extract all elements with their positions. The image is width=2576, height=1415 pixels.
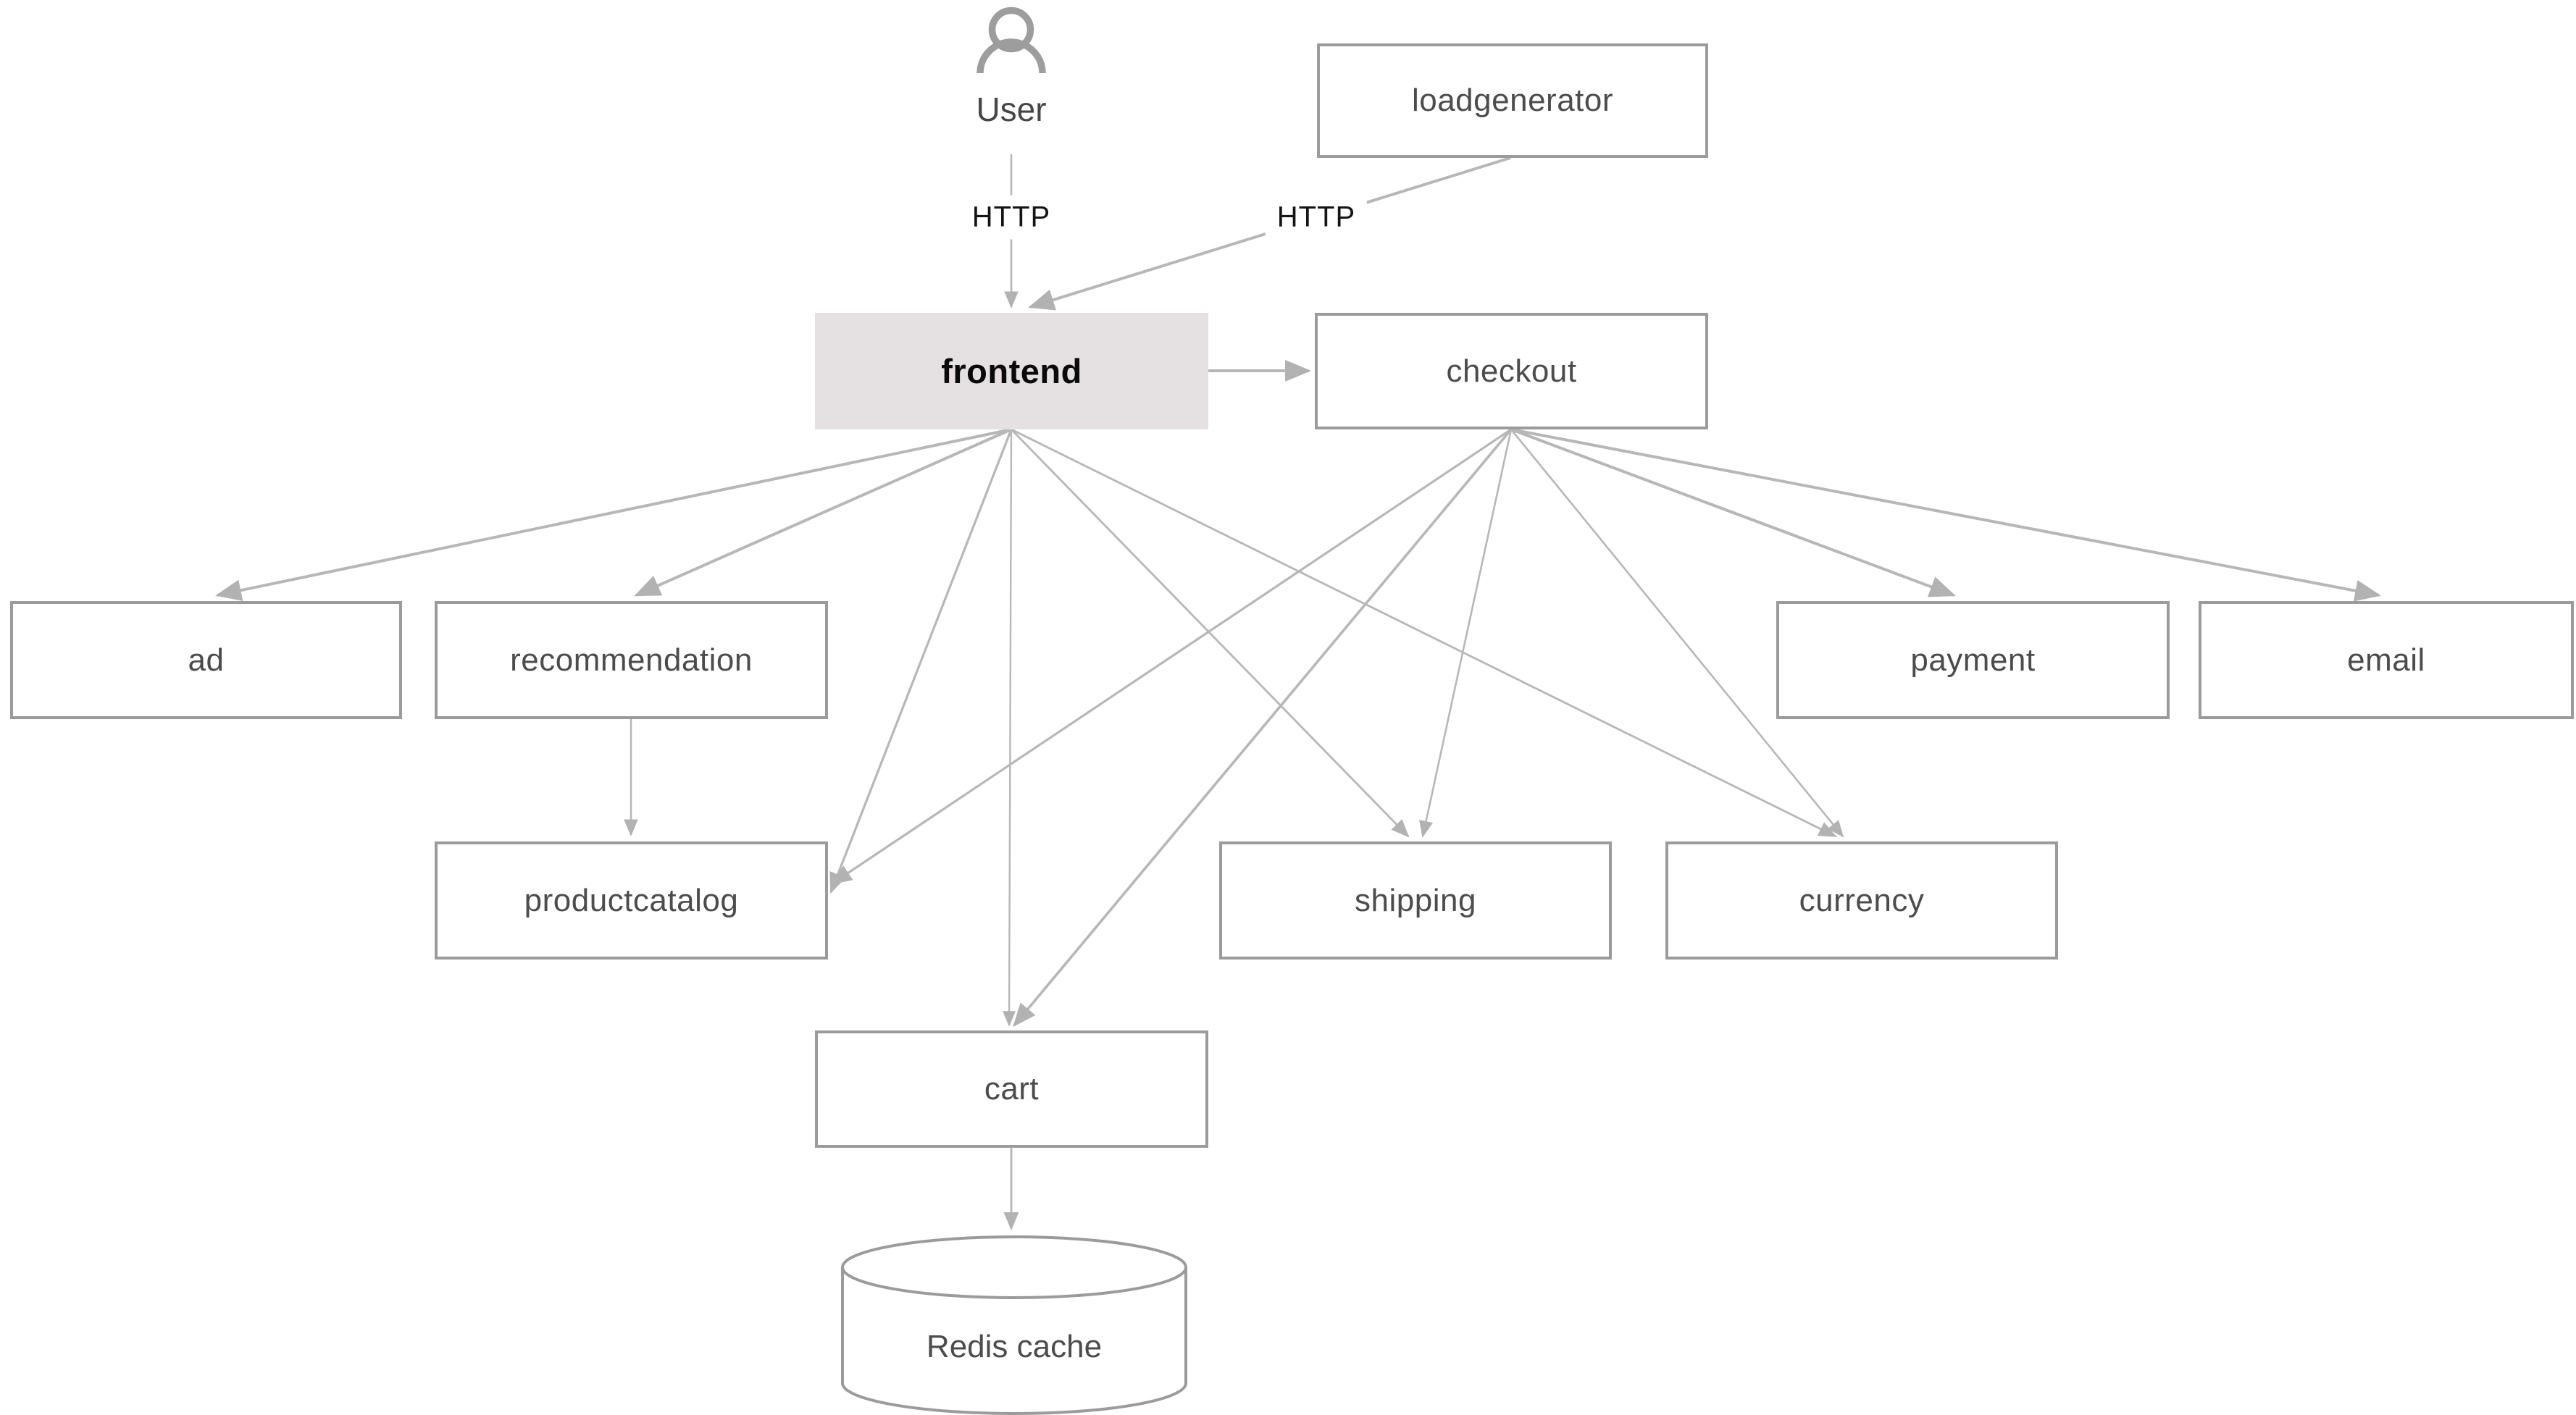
edge-checkout-currency bbox=[1510, 429, 1844, 838]
node-recommendation: recommendation bbox=[435, 601, 828, 719]
node-email-label: email bbox=[2347, 642, 2425, 678]
edge-checkout-productcatalog bbox=[831, 428, 1512, 885]
node-frontend: frontend bbox=[815, 313, 1208, 429]
node-recommendation-label: recommendation bbox=[510, 642, 753, 678]
edge-frontend-shipping bbox=[1010, 429, 1410, 838]
node-ad: ad bbox=[10, 601, 402, 719]
edge-checkout-cart bbox=[1013, 428, 1513, 1028]
edge-checkout-email bbox=[1510, 428, 2381, 602]
node-shipping-label: shipping bbox=[1355, 882, 1476, 918]
node-loadgenerator: loadgenerator bbox=[1317, 43, 1708, 158]
edge-frontend-productcatalog bbox=[829, 429, 1013, 894]
node-cart-label: cart bbox=[984, 1071, 1040, 1107]
node-shipping: shipping bbox=[1219, 841, 1612, 960]
node-productcatalog-label: productcatalog bbox=[524, 882, 739, 918]
edge-frontend-cart bbox=[1003, 429, 1016, 1027]
edge-label-http-loadgenerator: HTTP bbox=[1265, 195, 1368, 240]
edge-label-http-user: HTTP bbox=[960, 195, 1063, 240]
edge-checkout-shipping bbox=[1419, 429, 1513, 838]
node-checkout: checkout bbox=[1315, 313, 1708, 429]
edge-frontend-ad bbox=[215, 428, 1012, 601]
node-user-label: User bbox=[976, 91, 1047, 128]
node-loadgenerator-label: loadgenerator bbox=[1411, 83, 1614, 118]
database-cylinder-icon bbox=[841, 1235, 1187, 1415]
edge-frontend-currency bbox=[1011, 428, 1837, 838]
node-payment-label: payment bbox=[1910, 642, 2036, 678]
node-redis-label: Redis cache bbox=[926, 1329, 1103, 1364]
edge-frontend-recommendation bbox=[634, 428, 1012, 597]
node-currency-label: currency bbox=[1799, 882, 1925, 918]
node-payment: payment bbox=[1776, 601, 2170, 719]
node-checkout-label: checkout bbox=[1446, 353, 1577, 389]
node-currency: currency bbox=[1665, 841, 2058, 960]
edge-checkout-payment bbox=[1510, 428, 1956, 597]
node-cart: cart bbox=[815, 1030, 1208, 1148]
node-frontend-label: frontend bbox=[941, 352, 1082, 390]
node-ad-label: ad bbox=[188, 642, 225, 678]
node-email: email bbox=[2199, 601, 2574, 719]
user-icon bbox=[977, 7, 1046, 74]
node-productcatalog: productcatalog bbox=[435, 841, 828, 960]
